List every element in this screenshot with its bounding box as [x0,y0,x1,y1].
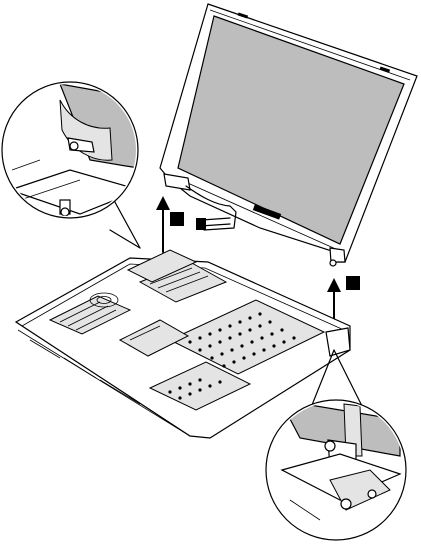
callout-left [2,82,150,248]
up-arrow-icon [156,196,170,210]
up-arrow-icon [327,278,341,292]
step-marker-left [170,212,184,226]
step-marker-right [346,276,360,290]
lcd-screen [178,16,404,244]
lcd-assembly [160,4,417,266]
left-lift-arrow [156,196,170,252]
